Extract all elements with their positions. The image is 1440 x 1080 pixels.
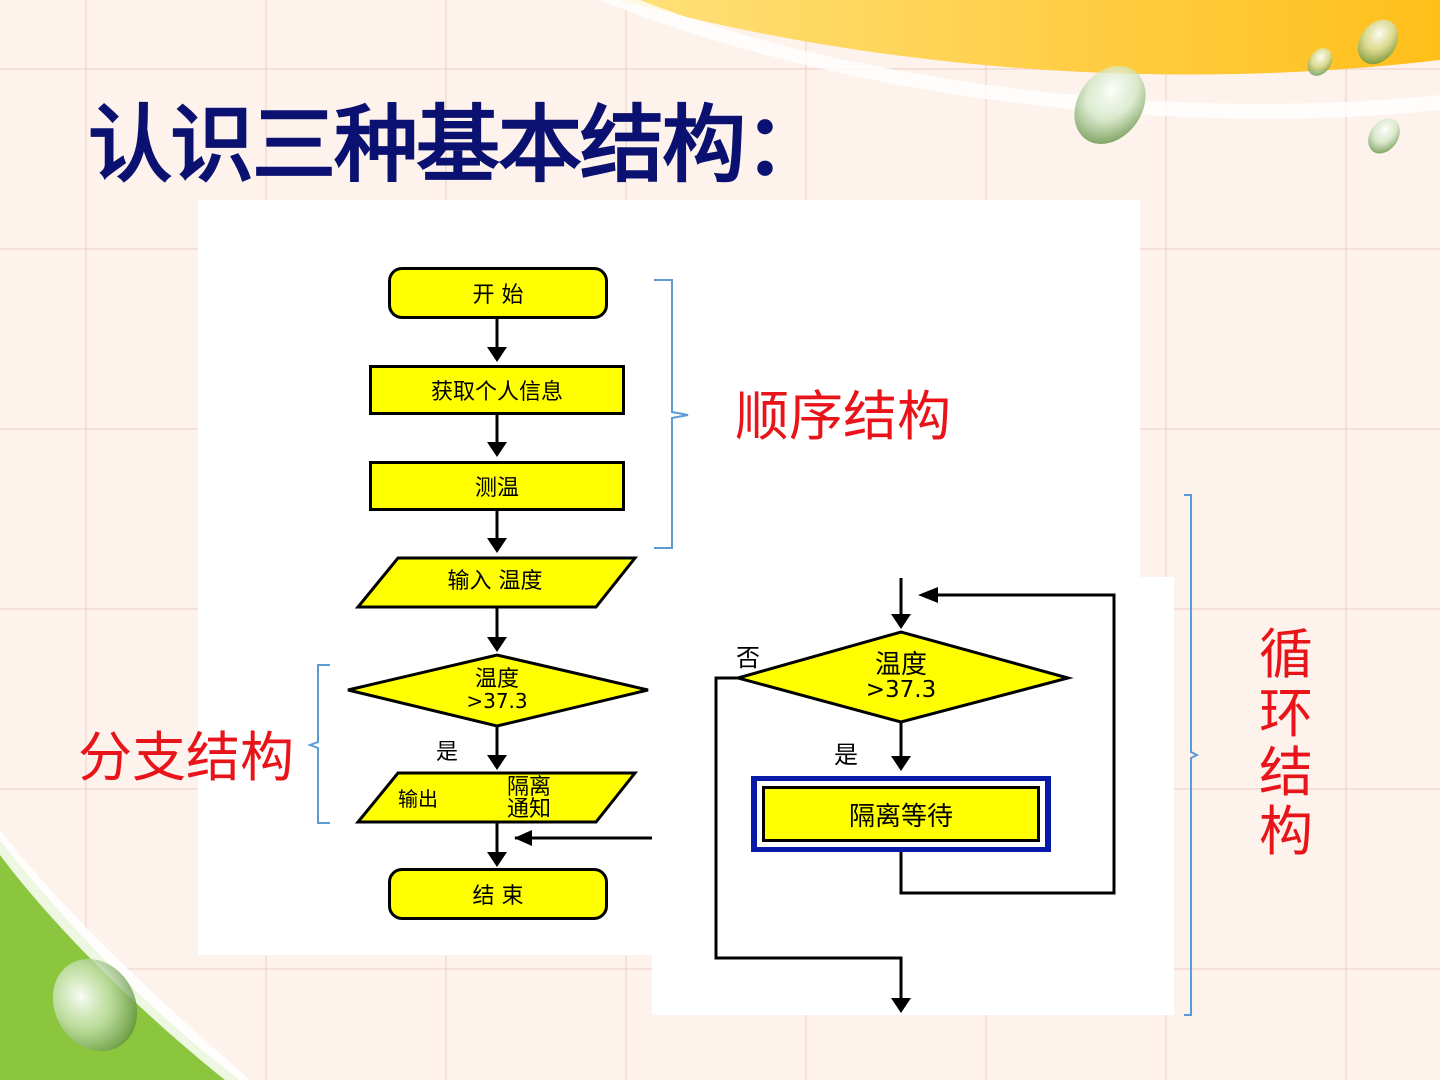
- branch-structure-label: 分支结构: [78, 726, 294, 789]
- loop-bracket: [1184, 494, 1200, 1016]
- yes-label: 是: [436, 740, 459, 765]
- arrowhead-icon: [487, 347, 507, 362]
- loop-condition-line1: 温度: [874, 650, 927, 680]
- input-parallelogram: [354, 556, 639, 609]
- input-label: 输入 温度: [447, 569, 543, 594]
- condition-diamond: [347, 653, 649, 728]
- condition-label-line1: 温度: [474, 667, 519, 692]
- get-info-node: 获取个人信息: [369, 365, 625, 415]
- loop-action-node: 隔离等待: [762, 786, 1040, 842]
- water-drop-icon: [52, 958, 138, 1052]
- condition-label-line2: >37.3: [466, 689, 528, 713]
- end-node: 结 束: [388, 868, 608, 920]
- arrowhead-icon: [918, 587, 938, 603]
- output-parallelogram: [354, 771, 639, 824]
- arrowhead-icon: [891, 614, 911, 629]
- branch-bracket: [307, 664, 330, 824]
- loop-action-label: 隔离等待: [848, 801, 953, 832]
- loop-condition-diamond: [732, 630, 1074, 724]
- water-drop-icon: [1074, 66, 1146, 144]
- loop-yes-label: 是: [834, 741, 858, 769]
- sequence-bracket: [654, 279, 689, 549]
- loop-back-path: [899, 593, 1116, 895]
- output-text-line2: 通知: [506, 797, 551, 822]
- sequence-structure-label: 顺序结构: [735, 385, 951, 448]
- arrowhead-icon: [487, 852, 507, 867]
- output-text-line1: 隔离: [506, 775, 551, 800]
- arrowhead-icon: [891, 756, 911, 771]
- loop-label-char: 环: [1259, 682, 1313, 745]
- slide-title: 认识三种基本结构：: [88, 95, 828, 194]
- measure-label: 测温: [474, 476, 519, 501]
- water-drop-icon: [1357, 19, 1399, 65]
- output-label: 输出: [398, 787, 438, 811]
- end-label: 结 束: [472, 884, 524, 909]
- loop-label-char: 循: [1259, 623, 1313, 686]
- top-swoosh-white: [600, 0, 1440, 119]
- water-drop-icon: [1368, 118, 1400, 154]
- arrowhead-icon: [487, 538, 507, 553]
- arrowhead-icon: [487, 442, 507, 457]
- arrowhead-icon: [487, 637, 507, 652]
- loop-label-char: 结: [1259, 741, 1313, 804]
- start-node: 开 始: [388, 267, 608, 319]
- arrowhead-icon: [487, 755, 507, 770]
- arrowhead-icon: [891, 998, 911, 1013]
- loop-condition-line2: >37.3: [865, 677, 937, 703]
- get-info-label: 获取个人信息: [430, 380, 563, 405]
- arrowhead-icon: [514, 830, 532, 846]
- water-drop-icon: [1307, 48, 1333, 76]
- measure-node: 测温: [369, 461, 625, 511]
- top-swoosh: [620, 0, 1440, 75]
- loop-no-path: [714, 676, 903, 1000]
- start-label: 开 始: [472, 283, 524, 308]
- loop-structure-label: 循 环 结 构: [1256, 625, 1316, 861]
- loop-label-char: 构: [1259, 800, 1313, 863]
- no-label: 否: [736, 644, 760, 672]
